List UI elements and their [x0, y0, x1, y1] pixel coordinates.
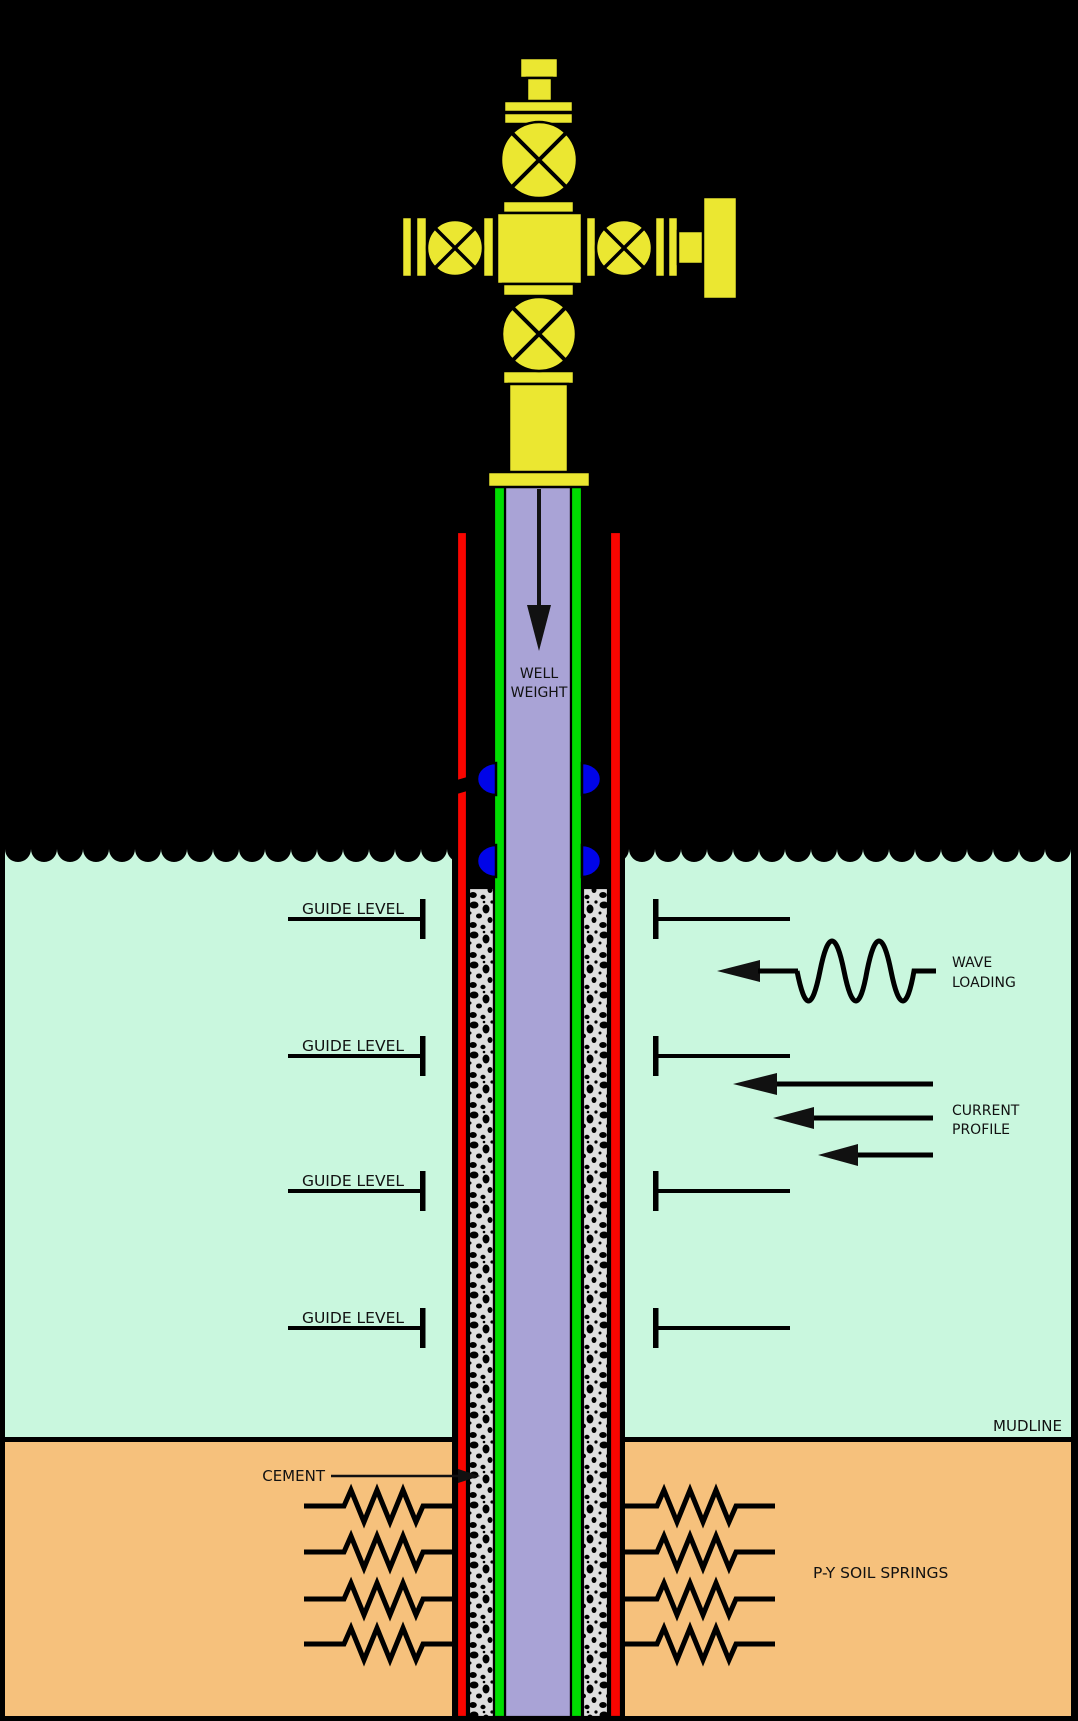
- tree-center-block: [495, 211, 584, 286]
- left-arm-flange-outer: [400, 215, 414, 279]
- tree-top-stem: [525, 76, 554, 104]
- current-profile-label-line1: CURRENT: [952, 1103, 1020, 1119]
- py-soil-springs-label: P-Y SOIL SPRINGS: [813, 1564, 948, 1582]
- tree-flange-upper-1: [502, 99, 575, 114]
- soil-spring-left-4: [304, 1621, 457, 1667]
- wave-loading-label-line1: WAVE: [952, 955, 992, 971]
- valve-cross-marks: [433, 131, 646, 362]
- guide-roller-upper-right: [580, 761, 603, 797]
- tree-top-cap: [518, 56, 560, 80]
- guide-roller-lower-left: [475, 843, 498, 879]
- cement-label: CEMENT: [262, 1467, 326, 1485]
- guide-level-tick-2: [420, 1036, 426, 1076]
- guide-level-right-tick-4: [653, 1308, 659, 1348]
- soil-spring-right-2: [622, 1529, 775, 1575]
- well-weight-label-line2: WEIGHT: [511, 685, 568, 701]
- right-arm-end-plate: [701, 195, 739, 301]
- soil-spring-left-1: [304, 1483, 457, 1529]
- guide-roller-lower-right: [580, 843, 603, 879]
- valve-bottom-x-icon: [511, 306, 567, 362]
- guide-level-label-4: GUIDE LEVEL: [302, 1309, 404, 1327]
- current-arrow-1-head: [733, 1073, 777, 1095]
- casing-green-left: [492, 484, 507, 1719]
- current-arrow-2-head: [773, 1107, 814, 1129]
- guide-roller-upper-left: [475, 761, 498, 797]
- well-weight-arrow-head: [527, 605, 551, 651]
- cement-callout: CEMENT: [262, 1467, 480, 1485]
- soil-spring-right-1: [622, 1483, 775, 1529]
- guide-level-right-tick-1: [653, 899, 659, 939]
- guide-level-label-1: GUIDE LEVEL: [302, 900, 404, 918]
- guide-level-label-2: GUIDE LEVEL: [302, 1037, 404, 1055]
- tree-flange-below-block: [501, 282, 576, 298]
- cement-sheath-left: [467, 886, 496, 1719]
- current-profile-annotation: CURRENT PROFILE: [733, 1073, 1020, 1166]
- wave-arrow-head: [717, 960, 760, 982]
- soil-spring-right-4: [622, 1621, 775, 1667]
- soil-spring-left-2: [304, 1529, 457, 1575]
- tree-base-flange: [486, 470, 592, 489]
- guide-level-right-tick-2: [653, 1036, 659, 1076]
- guide-level-markers-right: [653, 899, 790, 1348]
- tree-flange-above-block: [501, 199, 576, 215]
- soil-spring-right-3: [622, 1576, 775, 1622]
- conductor-red-right: [608, 530, 623, 1719]
- well-weight-label-line1: WELL: [520, 666, 558, 682]
- cement-callout-arrow-head: [458, 1469, 480, 1483]
- right-arm-stub: [676, 229, 706, 266]
- valve-right-x-icon: [602, 226, 646, 270]
- wave-squiggle-icon: [794, 938, 936, 1004]
- cement-sheath-right: [581, 886, 610, 1719]
- guide-level-markers-left: GUIDE LEVEL GUIDE LEVEL GUIDE LEVEL GUID…: [288, 899, 426, 1348]
- wave-loading-annotation: WAVE LOADING: [717, 938, 1016, 1004]
- guide-level-label-3: GUIDE LEVEL: [302, 1172, 404, 1190]
- mudline-label: MUDLINE: [993, 1417, 1062, 1435]
- right-arm-flange-mid: [653, 215, 667, 279]
- current-profile-label-line2: PROFILE: [952, 1122, 1010, 1138]
- right-arm-flange-inner: [584, 215, 598, 279]
- guide-level-right-tick-3: [653, 1171, 659, 1211]
- conductor-break: [450, 775, 474, 796]
- guide-level-tick-1: [420, 899, 426, 939]
- valve-top-x-icon: [510, 131, 568, 189]
- conductor-red-left: [455, 530, 469, 1719]
- wave-loading-label-line2: LOADING: [952, 975, 1016, 991]
- soil-springs: P-Y SOIL SPRINGS: [304, 1483, 948, 1667]
- guide-level-tick-4: [420, 1308, 426, 1348]
- left-arm-flange-inner: [481, 215, 496, 279]
- casing-green-right: [569, 484, 584, 1719]
- current-arrow-3-head: [818, 1144, 858, 1166]
- right-arm-flange-outer: [666, 215, 680, 279]
- tree-neck: [507, 382, 570, 475]
- guide-level-tick-3: [420, 1171, 426, 1211]
- bottom-border: [0, 1716, 1078, 1721]
- soil-spring-left-3: [304, 1576, 457, 1622]
- left-arm-flange-mid: [414, 215, 429, 279]
- tree-lower-flange: [501, 369, 576, 386]
- valve-left-x-icon: [433, 226, 477, 270]
